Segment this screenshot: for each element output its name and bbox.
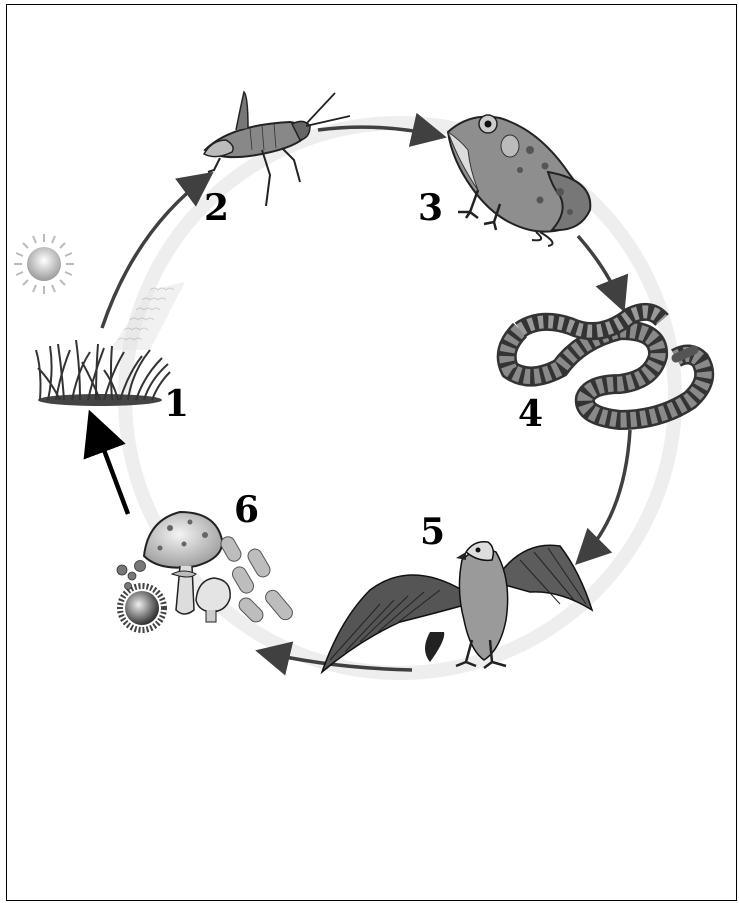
stage-number-grasshopper: 2 bbox=[204, 190, 229, 226]
sun-icon bbox=[14, 234, 74, 294]
stage-number-grass: 1 bbox=[164, 386, 189, 422]
hawk-icon bbox=[322, 542, 592, 672]
mushroom-bacteria-icon bbox=[117, 512, 295, 630]
frog-icon bbox=[448, 115, 590, 246]
stage-number-frog: 3 bbox=[418, 190, 443, 226]
arrow-3-to-4 bbox=[578, 236, 622, 306]
stage-number-decomposers: 6 bbox=[234, 492, 259, 528]
stage-number-hawk: 5 bbox=[420, 514, 445, 550]
arrow-4-to-5 bbox=[580, 430, 630, 560]
stage-number-snake: 4 bbox=[518, 396, 543, 432]
